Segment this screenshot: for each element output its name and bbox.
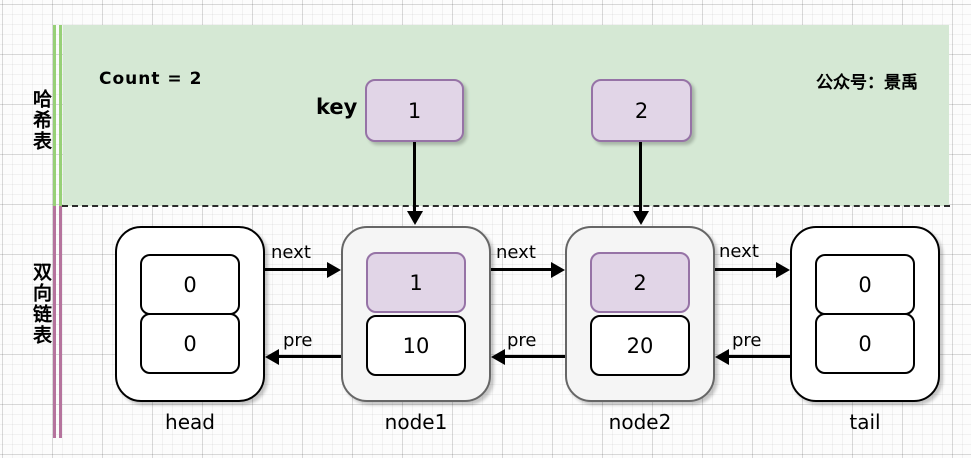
key-1-value: 1	[407, 98, 422, 123]
node-tail-bottom-cell: 0	[815, 313, 915, 374]
arrow-right-icon	[551, 262, 565, 278]
key2-to-node2-arrow	[633, 142, 649, 225]
node-head-bottom-cell: 0	[140, 313, 240, 374]
list-region-stripe	[53, 206, 56, 438]
hash-table-region	[63, 25, 949, 206]
node-label-node1: node1	[384, 410, 448, 434]
pre-edge-label: pre	[507, 330, 537, 351]
pre-arrow-node1-to-head	[279, 355, 341, 358]
arrow-left-icon	[491, 349, 505, 365]
key1-to-node1-arrow	[407, 142, 423, 225]
key-box-1: 1	[365, 79, 464, 142]
arrow-left-icon	[265, 349, 279, 365]
arrow-down-icon	[407, 211, 423, 225]
next-edge-label: next	[271, 242, 311, 263]
watermark-text: 公众号：景禹	[816, 73, 918, 93]
node1-key-cell: 1	[366, 252, 466, 313]
pre-edge-label: pre	[732, 330, 762, 351]
node-tail-top-cell: 0	[815, 254, 915, 315]
cell-value: 0	[858, 272, 872, 297]
next-edge-label: next	[719, 241, 759, 262]
arrow-right-icon	[327, 262, 341, 278]
next-arrow-head-to-node1	[265, 268, 328, 271]
hash-region-stripe	[59, 25, 62, 206]
key-label: key	[316, 95, 358, 119]
pre-edge-label: pre	[283, 330, 313, 351]
next-arrow-node2-to-tail	[715, 268, 777, 271]
next-arrow-node1-to-node2	[491, 268, 552, 271]
count-text: Count = 2	[99, 69, 203, 89]
node-node2: 2 20 node2	[565, 226, 715, 434]
node1-value-cell: 10	[366, 315, 466, 376]
cell-value: 2	[633, 270, 647, 295]
node-node1: 1 10 node1	[341, 226, 491, 434]
cell-value: 0	[858, 331, 872, 356]
node-head-top-cell: 0	[140, 254, 240, 315]
node-label-head: head	[165, 410, 215, 434]
arrow-right-icon	[776, 262, 790, 278]
cell-value: 1	[409, 270, 423, 295]
linked-list-section-label: 双向链表	[30, 262, 52, 346]
pre-arrow-tail-to-node2	[729, 355, 790, 358]
arrow-line	[639, 142, 642, 212]
arrow-line	[413, 142, 416, 212]
cell-value: 20	[626, 333, 654, 358]
key-2-value: 2	[634, 98, 649, 123]
node-tail: 0 0 tail	[790, 226, 940, 434]
next-edge-label: next	[496, 242, 536, 263]
list-region-stripe	[59, 206, 62, 438]
cell-value: 10	[402, 333, 430, 358]
node-label-tail: tail	[849, 410, 881, 434]
hash-table-section-label: 哈希表	[30, 89, 52, 152]
node-head: 0 0 head	[115, 226, 265, 434]
pre-arrow-node2-to-node1	[505, 355, 565, 358]
hash-region-stripe	[53, 25, 56, 206]
node-label-node2: node2	[608, 410, 672, 434]
cell-value: 0	[183, 331, 197, 356]
arrow-down-icon	[633, 211, 649, 225]
dashed-divider	[62, 205, 950, 207]
cell-value: 0	[183, 272, 197, 297]
key-box-2: 2	[591, 79, 692, 142]
node2-value-cell: 20	[590, 315, 690, 376]
arrow-left-icon	[715, 349, 729, 365]
node2-key-cell: 2	[590, 252, 690, 313]
